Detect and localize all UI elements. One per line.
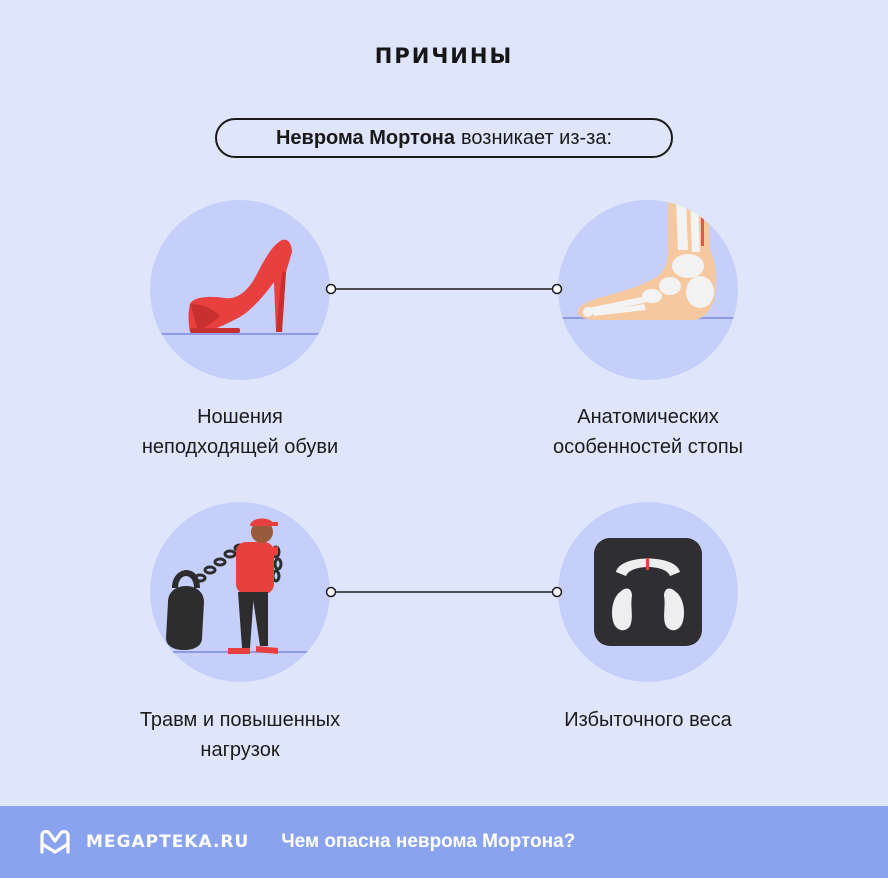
cause-2-line2: особенностей стопы bbox=[552, 436, 744, 458]
cause-4-line1: Избыточного веса bbox=[564, 709, 732, 731]
intro-bold: Неврома Мортона bbox=[275, 126, 455, 149]
cause-3-caption: Травм и повышенных нагрузок bbox=[90, 705, 390, 765]
article-title-link[interactable]: Чем опасна неврома Мортона? bbox=[281, 831, 576, 852]
intro-rest: возникает из-за: bbox=[461, 126, 613, 149]
cause-4-caption: Избыточного веса bbox=[498, 705, 798, 735]
footer-bar: MEGAPTEKA.RU Чем опасна неврома Мортона? bbox=[0, 806, 888, 878]
cause-2-caption: Анатомических особенностей стопы bbox=[498, 402, 798, 462]
cause-3-line2: нагрузок bbox=[200, 739, 280, 761]
cause-1-circle bbox=[150, 200, 330, 380]
cause-1-caption: Ношения неподходящей обуви bbox=[90, 402, 390, 462]
connector-line-bottom bbox=[325, 586, 563, 598]
man-dragging-kettlebell-icon bbox=[150, 518, 330, 654]
cause-2-circle bbox=[558, 200, 738, 380]
bathroom-scale-icon bbox=[594, 538, 702, 646]
cause-3-circle bbox=[150, 502, 330, 682]
brand-name[interactable]: MEGAPTEKA.RU bbox=[86, 832, 250, 852]
connector-line-top bbox=[325, 283, 563, 295]
foot-skeleton-icon bbox=[558, 200, 738, 320]
megapteka-logo-icon bbox=[40, 829, 70, 854]
high-heel-shoe-icon bbox=[150, 239, 330, 335]
cause-2-line1: Анатомических bbox=[577, 406, 719, 428]
cause-1-line1: Ношения bbox=[197, 406, 283, 428]
cause-1-line2: неподходящей обуви bbox=[141, 436, 339, 458]
cause-4-circle bbox=[558, 502, 738, 682]
cause-3-line1: Травм и повышенных bbox=[139, 709, 341, 731]
intro-pill: Неврома Мортона возникает из-за: bbox=[215, 118, 673, 158]
page-title: ПРИЧИНЫ bbox=[374, 44, 514, 68]
